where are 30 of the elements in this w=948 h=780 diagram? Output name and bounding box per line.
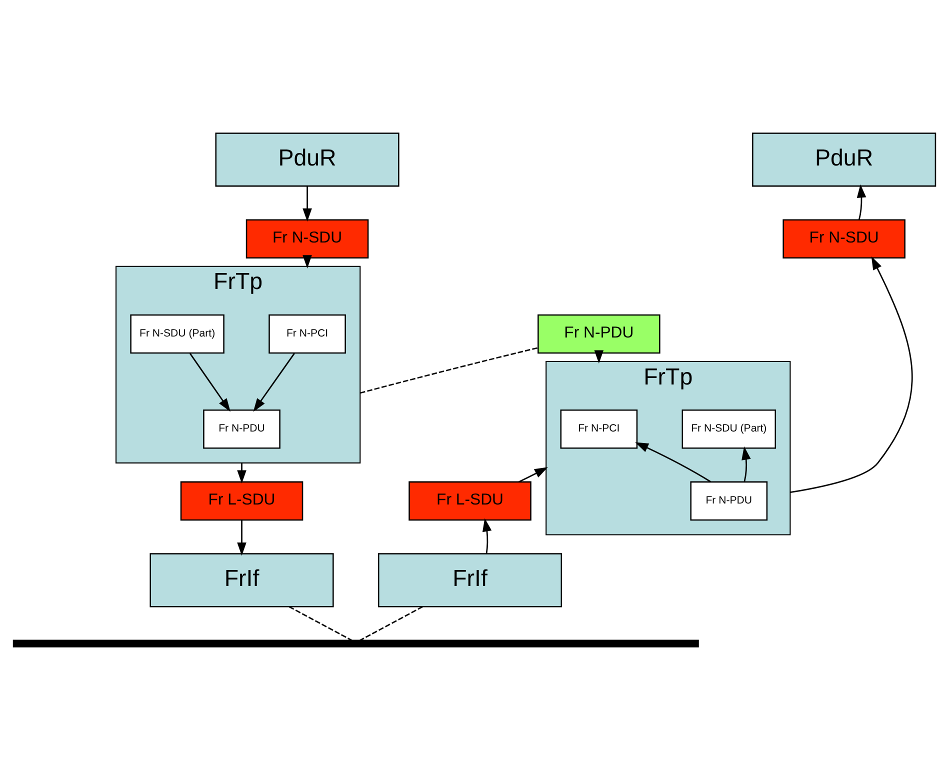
node-box: Fr N-PCI: [560, 409, 638, 449]
connector: [359, 347, 538, 394]
node-box: Fr L-SDU: [408, 481, 531, 521]
connector: [359, 606, 422, 641]
node-box: Fr N-SDU (Part): [130, 314, 224, 354]
node-box: FrIf: [149, 553, 334, 608]
arrow: [856, 184, 866, 220]
node-box: FrIf: [377, 553, 562, 608]
node-box: Fr N-PCI: [268, 314, 346, 354]
arrow: [252, 353, 294, 412]
arrow: [302, 255, 312, 268]
node-box: Fr N-PDU: [690, 481, 768, 521]
node-box: Fr N-SDU: [782, 219, 905, 259]
arrow: [518, 467, 548, 482]
node-box: Fr L-SDU: [180, 481, 303, 521]
arrow: [594, 350, 604, 364]
arrow: [482, 518, 492, 554]
node-box: PduR: [752, 132, 936, 187]
node-box: Fr N-SDU (Part): [681, 409, 776, 449]
connector: [288, 606, 352, 641]
arrow: [302, 186, 312, 222]
arrow: [741, 446, 750, 482]
arrow: [236, 462, 246, 484]
node-box: PduR: [214, 132, 399, 187]
node-box: Fr N-PDU: [202, 409, 280, 449]
arrow: [236, 520, 246, 556]
arrow: [634, 442, 710, 482]
node-bar: [12, 640, 698, 648]
arrow: [790, 256, 912, 494]
arrow: [188, 353, 230, 412]
